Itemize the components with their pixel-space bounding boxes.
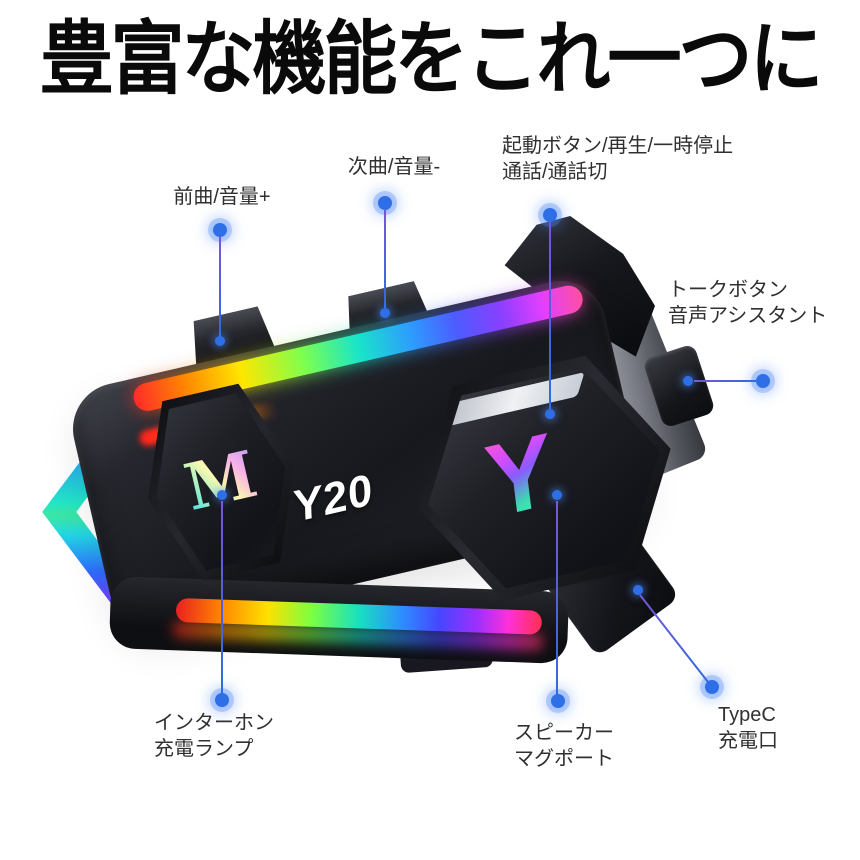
callout-label-line1: 前曲/音量+ bbox=[173, 186, 271, 208]
callout-line bbox=[694, 380, 756, 382]
callout-endpoint-dot bbox=[215, 336, 225, 346]
callout-label-line2: 通話/通話切 bbox=[502, 161, 608, 183]
callout-label: 前曲/音量+ bbox=[173, 184, 270, 210]
callout-dot bbox=[215, 693, 229, 707]
callout-label: 次曲/音量- bbox=[348, 154, 440, 180]
callout-dot bbox=[756, 374, 770, 388]
callout-label: スピーカー マグポート bbox=[514, 720, 614, 772]
y-logo: Y bbox=[479, 410, 560, 540]
callout-endpoint-dot bbox=[552, 490, 562, 500]
page-title: 豊富な機能をこれ一つに bbox=[39, 14, 824, 104]
callout-line bbox=[384, 210, 386, 309]
callout-label: TypeC 充電口 bbox=[718, 702, 778, 754]
callout-endpoint-dot bbox=[217, 490, 227, 500]
callout-endpoint-dot bbox=[633, 585, 643, 595]
callout-label-line1: スピーカー bbox=[514, 722, 614, 744]
callout-dot bbox=[378, 196, 392, 210]
callout-endpoint-dot bbox=[683, 376, 693, 386]
callout-dot bbox=[543, 208, 557, 222]
callout-label-line2: マグポート bbox=[514, 748, 614, 770]
callout-line bbox=[219, 237, 221, 337]
callout-line bbox=[221, 501, 223, 694]
callout-label: 起動ボタン/再生/一時停止 通話/通話切 bbox=[502, 133, 733, 185]
callout-dot bbox=[213, 223, 227, 237]
callout-label-line1: 起動ボタン/再生/一時停止 bbox=[502, 135, 734, 157]
callout-label-line1: トークボタン bbox=[668, 279, 788, 301]
callout-label: インターホン 充電ランプ bbox=[154, 710, 274, 762]
callout-label-line2: 充電口 bbox=[718, 730, 778, 752]
callout-endpoint-dot bbox=[545, 409, 555, 419]
callout-line bbox=[556, 501, 558, 695]
callout-endpoint-dot bbox=[380, 308, 390, 318]
callout-label-line2: 音声アシスタント bbox=[668, 305, 828, 327]
callout-label-line1: 次曲/音量- bbox=[347, 156, 441, 178]
callout-line bbox=[549, 222, 551, 409]
callout-label: トークボタン 音声アシスタント bbox=[668, 277, 827, 329]
callout-line bbox=[639, 594, 711, 685]
callout-label-line1: TypeC bbox=[718, 704, 776, 726]
callout-dot bbox=[551, 694, 565, 708]
callout-label-line2: 充電ランプ bbox=[154, 738, 254, 760]
callout-label-line1: インターホン bbox=[154, 712, 274, 734]
